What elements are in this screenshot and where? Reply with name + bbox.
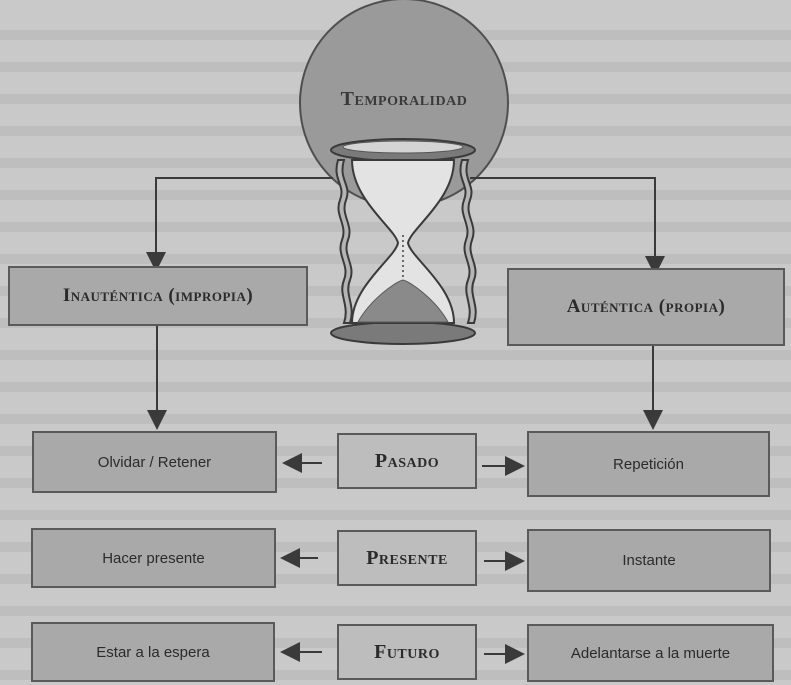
pasado-box: Pasado [337, 433, 477, 489]
futuro-box: Futuro [337, 624, 477, 680]
branch-autentica-box: Auténtica (propia) [507, 268, 785, 346]
diagram-title: Temporalidad [340, 88, 468, 110]
branch-inautentica-box: Inauténtica (impropia) [8, 266, 308, 326]
branch-autentica-label: Auténtica (propia) [566, 296, 726, 317]
instante-label: Instante [622, 552, 676, 569]
adelantarse-label: Adelantarse a la muerte [570, 644, 731, 662]
connector-to-inautentica [146, 177, 333, 272]
futuro-label: Futuro [374, 640, 440, 663]
adelantarse-box: Adelantarse a la muerte [527, 624, 774, 682]
presente-label: Presente [366, 546, 448, 569]
estar-a-la-espera-box: Estar a la espera [31, 622, 275, 682]
branch-inautentica-label: Inauténtica (impropia) [62, 285, 254, 306]
connector-to-autentica [470, 177, 665, 276]
estar-a-la-espera-label: Estar a la espera [96, 643, 210, 661]
repeticion-box: Repetición [527, 431, 770, 497]
instante-box: Instante [527, 529, 771, 592]
presente-box: Presente [337, 530, 477, 586]
olvidar-retener-label: Olvidar / Retener [97, 453, 212, 471]
olvidar-retener-box: Olvidar / Retener [32, 431, 277, 493]
repeticion-label: Repetición [613, 455, 684, 473]
hourglass-icon [330, 138, 477, 345]
pasado-label: Pasado [374, 449, 440, 472]
hacer-presente-box: Hacer presente [31, 528, 276, 588]
hacer-presente-label: Hacer presente [102, 549, 205, 567]
